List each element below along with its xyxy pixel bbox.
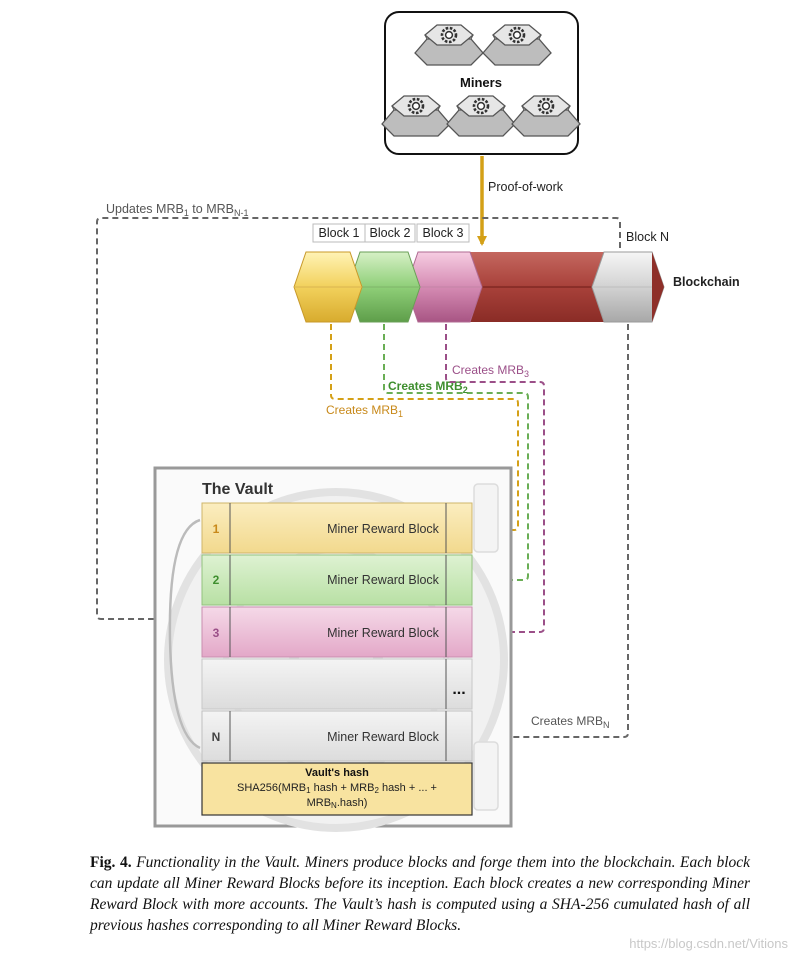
creates-mrbn-arrow bbox=[474, 324, 629, 742]
figure-caption: Fig. 4. Functionality in the Vault. Mine… bbox=[90, 852, 750, 936]
vault-row-index: 1 bbox=[213, 522, 220, 536]
vault-row-label: Miner Reward Block bbox=[327, 522, 440, 536]
vault-row-index: 3 bbox=[213, 626, 220, 640]
vault-row-2: 2 Miner Reward Block bbox=[201, 554, 473, 606]
vault-hinge-graphic bbox=[473, 483, 499, 553]
blockchain-bar bbox=[293, 251, 665, 323]
vault-row-1: 1 Miner Reward Block bbox=[201, 502, 473, 554]
block-n-label: Block N bbox=[626, 230, 669, 244]
figure-number: Fig. 4. bbox=[90, 854, 132, 871]
vault-row-3: 3 Miner Reward Block bbox=[201, 606, 473, 658]
vault-row-ellipsis: ... bbox=[201, 658, 473, 710]
vault-row-label: Miner Reward Block bbox=[327, 573, 440, 587]
vault-row-label: ... bbox=[452, 681, 465, 698]
proof-of-work-label: Proof-of-work bbox=[488, 180, 564, 194]
vault-hash-box: Vault's hash SHA256(MRB1 hash + MRB2 has… bbox=[201, 762, 473, 816]
vault-title: The Vault bbox=[202, 481, 274, 498]
vault-hash-formula-line1: SHA256(MRB1 hash + MRB2 hash + ... + bbox=[237, 782, 437, 795]
miners-label: Miners bbox=[460, 75, 502, 90]
vault-handle-graphic bbox=[168, 518, 201, 750]
blockchain-label: Blockchain bbox=[673, 275, 740, 289]
vault-row-n: N Miner Reward Block bbox=[201, 710, 473, 762]
vault-hinge-graphic bbox=[473, 741, 499, 811]
vault: The Vault 1 Miner Reward Block 2 Miner R… bbox=[153, 466, 513, 832]
vault-hash-formula-line2: MRBN.hash) bbox=[307, 797, 368, 810]
updates-label: Updates MRB1 to MRBN-1 bbox=[106, 202, 249, 218]
creates-mrb1-label: Creates MRB1 bbox=[326, 403, 403, 419]
vault-row-label: Miner Reward Block bbox=[327, 626, 440, 640]
block-3-label: Block 3 bbox=[423, 226, 464, 240]
miners-box: Miners bbox=[380, 11, 582, 155]
figure-caption-text: Functionality in the Vault. Miners produ… bbox=[90, 854, 751, 934]
watermark: https://blog.csdn.net/Vitions bbox=[629, 936, 788, 951]
creates-mrb1-arrow bbox=[330, 324, 519, 535]
block-2-label: Block 2 bbox=[370, 226, 411, 240]
vault-row-index: 2 bbox=[213, 573, 220, 587]
creates-mrb3-arrow bbox=[445, 324, 545, 637]
vault-row-index: N bbox=[212, 730, 221, 744]
creates-mrb3-label: Creates MRB3 bbox=[452, 363, 529, 379]
vault-row-label: Miner Reward Block bbox=[327, 730, 440, 744]
creates-mrb2-label: Creates MRB2 bbox=[388, 379, 468, 395]
block-1-label: Block 1 bbox=[319, 226, 360, 240]
creates-mrb2-arrow bbox=[383, 324, 529, 585]
vault-hash-title: Vault's hash bbox=[305, 767, 369, 779]
creates-mrbn-label: Creates MRBN bbox=[531, 714, 610, 730]
updates-arrow bbox=[96, 217, 621, 624]
block-tags: Block 1 Block 2 Block 3 Block N bbox=[312, 223, 669, 244]
